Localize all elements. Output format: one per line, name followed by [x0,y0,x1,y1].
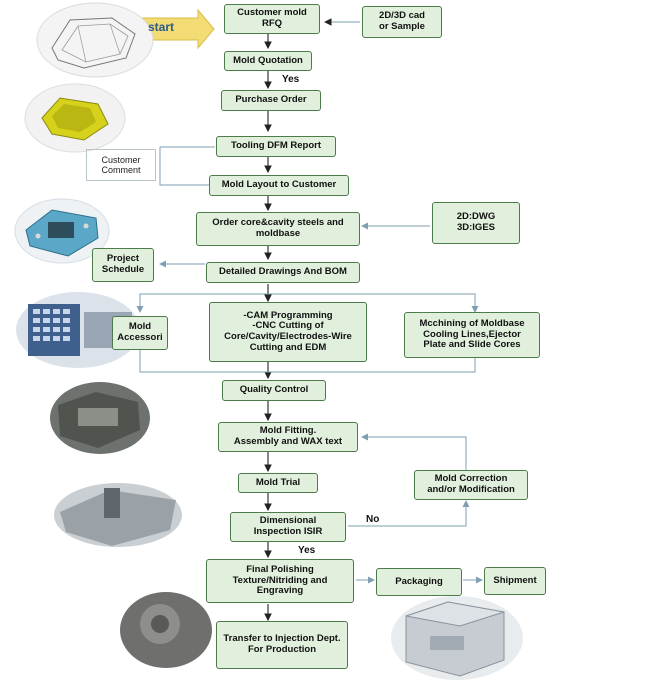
correction-to-fitting [361,433,467,470]
step-dimensional-inspection-isir: Dimensional Inspection ISIR [230,512,346,542]
workshop-photo-3 [120,592,212,668]
yes-label-1: Yes [282,74,300,85]
step-final-polishing: Final Polishing Texture/Nitriding and En… [206,559,354,603]
step-mold-accessori: Mold Accessori [112,316,168,350]
step-order-core-cavity-steels: Order core&cavity steels and moldbase [196,212,360,246]
step-cam-programming-cnc: -CAM Programming -CNC Cutting of Core/Ca… [209,302,367,362]
step-transfer-to-injection: Transfer to Injection Dept. For Producti… [216,621,348,669]
start-label: start [148,20,175,34]
step-shipment: Shipment [484,567,546,595]
no-to-correction [348,500,470,527]
no-label: No [366,514,380,525]
step-mold-trial: Mold Trial [238,473,318,493]
step-packaging: Packaging [376,568,462,596]
step-mold-quotation: Mold Quotation [224,51,312,71]
step-purchase-order: Purchase Order [221,90,321,111]
mold-steel-image [14,198,110,264]
customer-comment-note: Customer Comment [86,149,156,181]
workshop-photo-2 [54,483,182,547]
step-machining-moldbase: Mcchining of Moldbase Cooling Lines,Ejec… [404,312,540,358]
cad-sketch-image [36,2,154,78]
step-mold-layout-to-customer: Mold Layout to Customer [209,175,349,196]
workshop-photo-1 [50,382,150,454]
step-detailed-drawings-bom: Detailed Drawings And BOM [206,262,360,283]
step-quality-control: Quality Control [222,380,326,401]
yes-label-2: Yes [298,545,316,556]
step-mold-correction: Mold Correction and/or Modification [414,470,528,500]
input-cad-or-sample: 2D/3D cad or Sample [362,6,442,38]
loop-customer-comment [159,146,215,186]
mold-base-image [391,596,523,680]
step-mold-fitting-assembly: Mold Fitting. Assembly and WAX text [218,422,358,452]
step-customer-mold-rfq: Customer mold RFQ [224,4,320,34]
merge-bottom [139,347,476,373]
step-tooling-dfm-report: Tooling DFM Report [216,136,336,157]
step-project-schedule: Project Schedule [92,248,154,282]
yellow-part-image [24,83,126,153]
input-dwg-iges: 2D:DWG 3D:IGES [432,202,520,244]
